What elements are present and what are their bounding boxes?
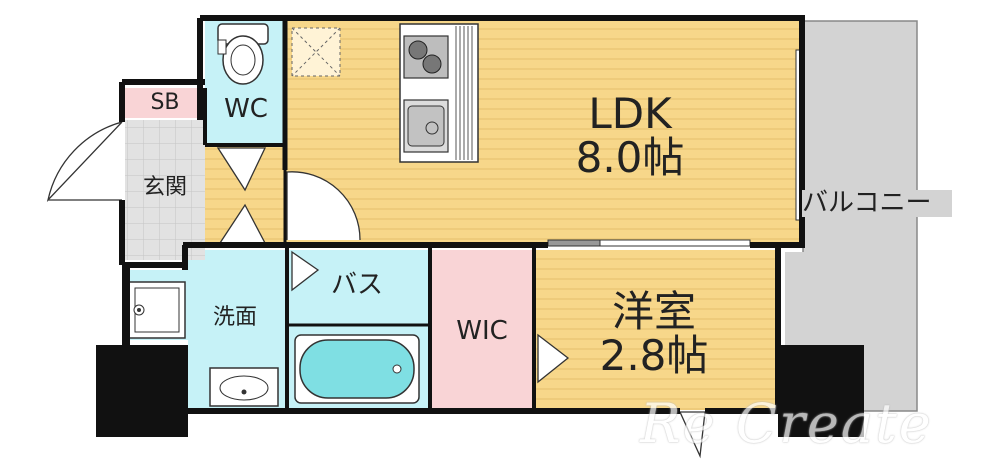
shoe-box [125, 88, 205, 118]
door-swing-icon [46, 121, 706, 459]
walk-in-closet [432, 250, 534, 410]
balcony-label: バルコニー [802, 189, 952, 218]
column-left [96, 345, 188, 437]
column-right [778, 345, 864, 437]
wic-label: WIC [456, 316, 508, 346]
western-room [535, 250, 775, 410]
washroom-label: 洗面 [212, 305, 257, 330]
wash-basin-icon [209, 367, 279, 407]
entrance-floor [125, 120, 205, 260]
bathtub-icon [294, 334, 420, 404]
western-name: 洋室 [611, 287, 696, 336]
western-size: 2.8帖 [599, 331, 709, 381]
entrance-label: 玄関 [142, 175, 187, 200]
ldk-label-group: LDK 8.0帖 [560, 89, 700, 183]
bath-label: バス [330, 270, 383, 300]
watermark: Re Create [640, 392, 933, 455]
storage-cabinet [291, 27, 341, 77]
ldk-name: LDK [588, 89, 672, 138]
western-label-group: 洋室 2.8帖 [584, 287, 724, 381]
sb-label: SB [150, 90, 180, 115]
sliding-door [547, 239, 751, 247]
wc-label: WC [224, 94, 268, 124]
stove-icon [403, 35, 449, 79]
ldk-room [285, 20, 800, 245]
washer-icon [128, 281, 186, 339]
sink-icon [403, 99, 449, 153]
walls [119, 15, 805, 414]
ldk-size: 8.0帖 [575, 133, 685, 183]
toilet-icon [217, 23, 269, 85]
